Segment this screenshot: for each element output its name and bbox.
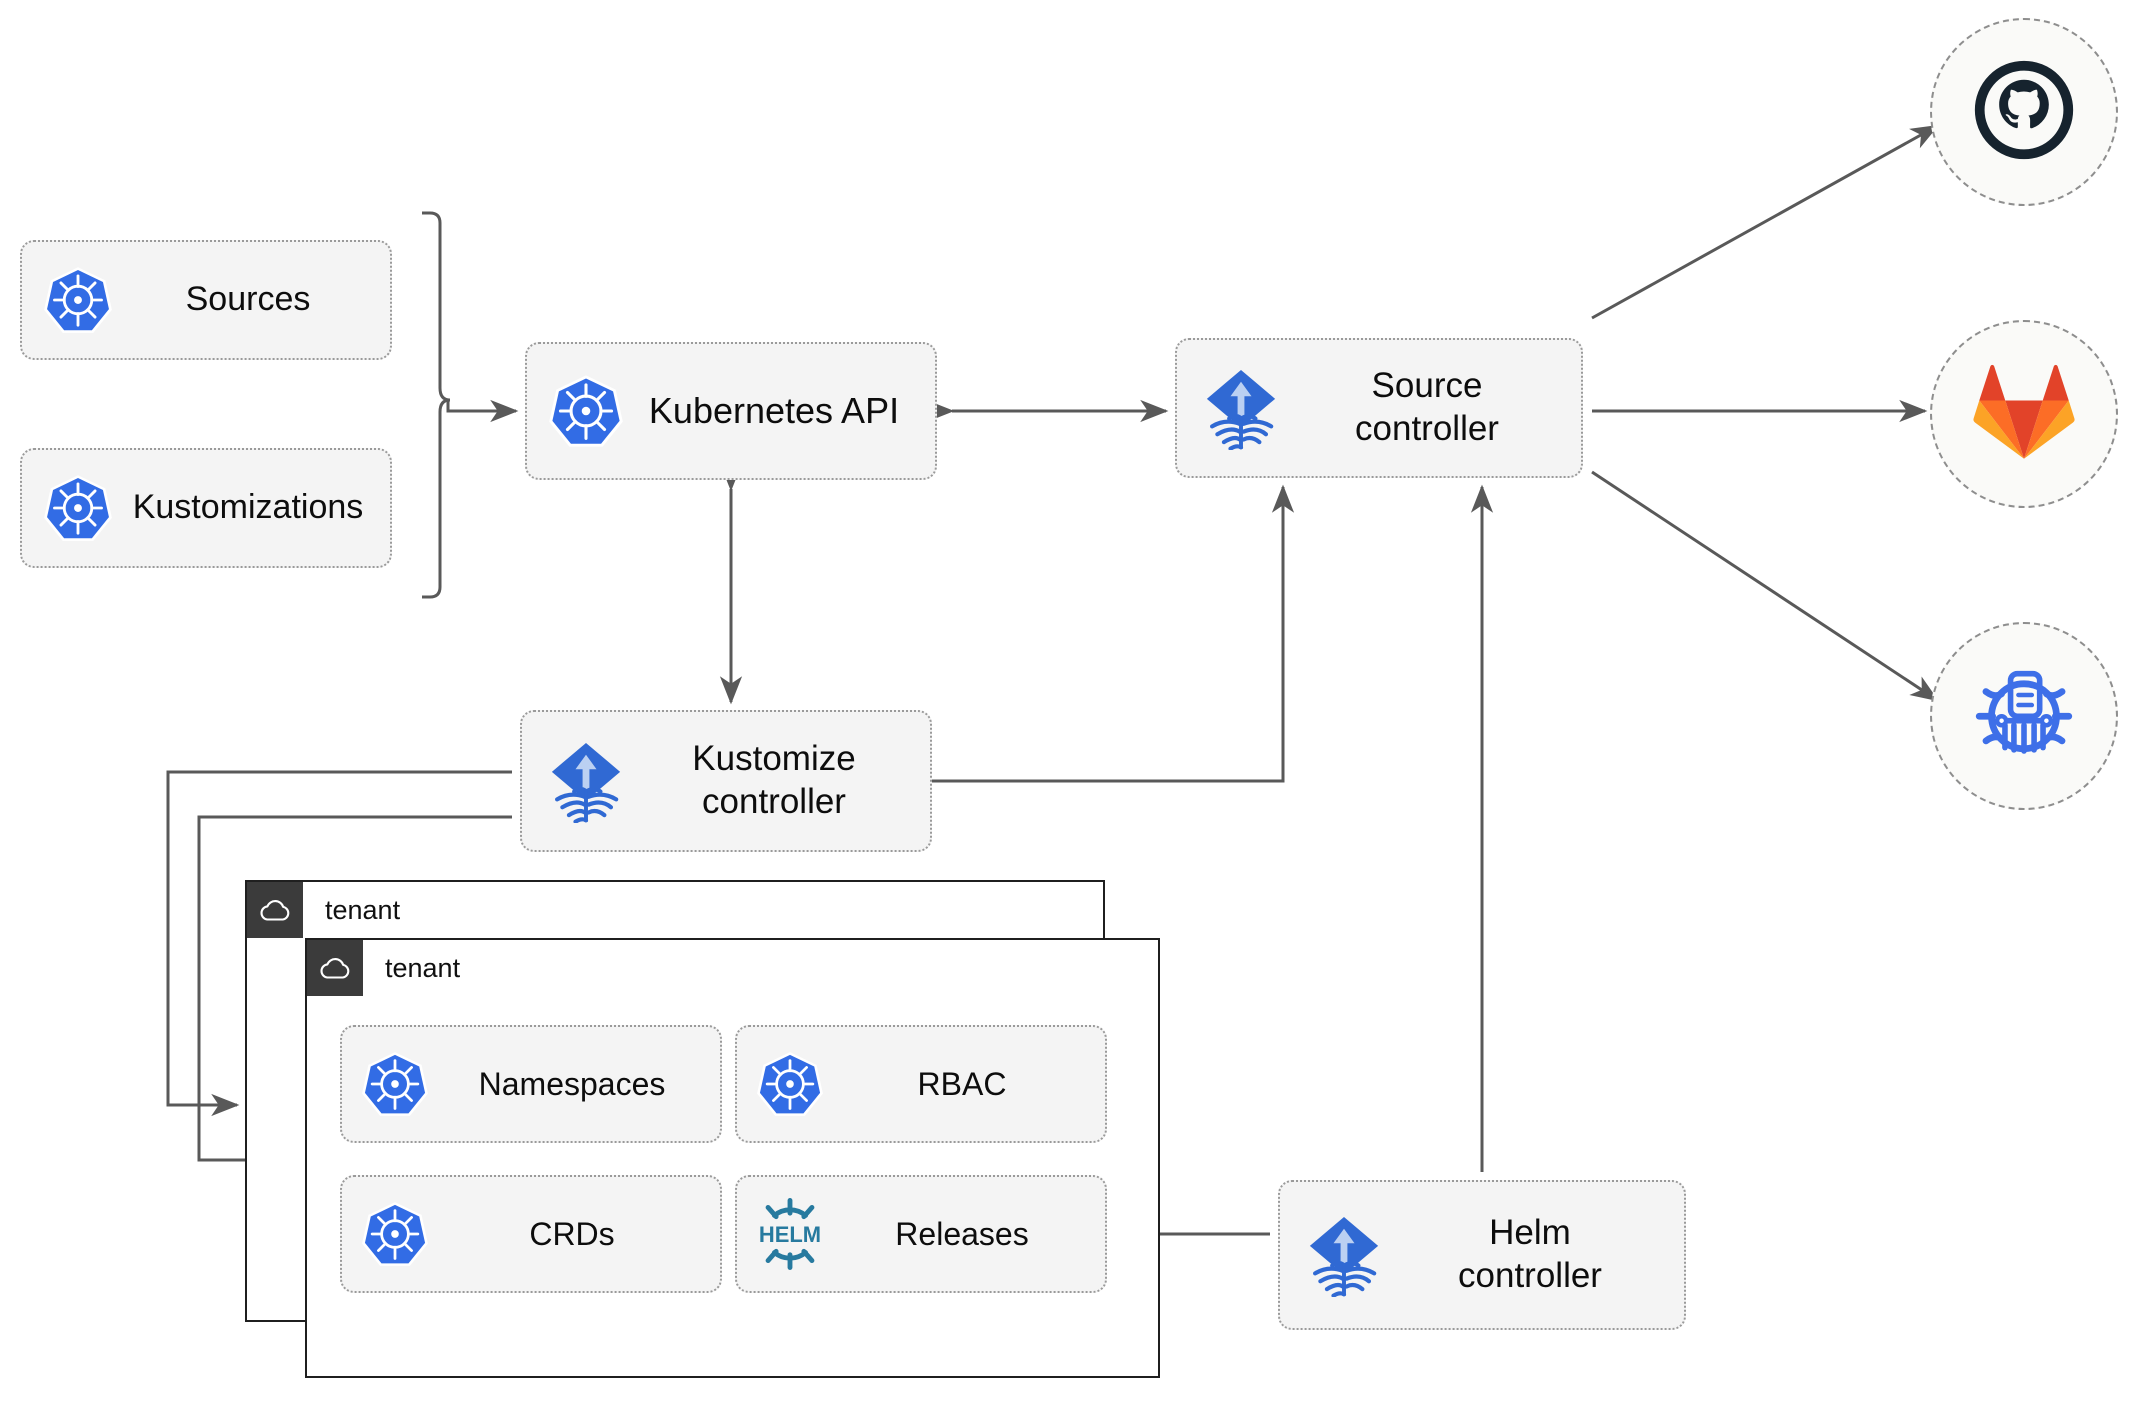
node-label: Kustomize controller xyxy=(692,739,856,821)
repo-github[interactable] xyxy=(1930,18,2118,206)
node-label: CRDs xyxy=(529,1215,615,1252)
node-releases[interactable]: HELM Releases xyxy=(735,1175,1107,1293)
kubernetes-icon xyxy=(543,373,629,449)
tenant-label: tenant xyxy=(325,894,401,925)
kubernetes-icon xyxy=(354,1200,436,1268)
svg-text:HELM: HELM xyxy=(759,1222,821,1247)
cloud-icon xyxy=(247,882,303,938)
repo-helm-repository[interactable] xyxy=(1930,622,2118,810)
kubernetes-icon xyxy=(36,473,120,543)
tenant-header: tenant xyxy=(247,882,400,938)
node-namespaces[interactable]: Namespaces xyxy=(340,1025,722,1143)
node-label: Kubernetes API xyxy=(648,390,900,432)
node-kubernetes-api[interactable]: Kubernetes API xyxy=(525,342,937,480)
brace-sources-kustomizations xyxy=(422,211,451,599)
tenant-card-front[interactable]: tenant xyxy=(305,938,1160,1378)
edge-crds-to-kubernetes-api xyxy=(446,398,519,423)
tenant-header: tenant xyxy=(307,940,460,996)
node-kustomizations[interactable]: Kustomizations xyxy=(20,448,392,568)
node-label: Releases xyxy=(895,1215,1029,1252)
edge-source-controller-to-github xyxy=(1591,124,1940,320)
flux-icon xyxy=(1193,366,1289,450)
helm-icon: HELM xyxy=(749,1197,831,1271)
gitlab-icon xyxy=(1972,362,2076,467)
github-icon xyxy=(1970,56,2078,169)
flux-icon xyxy=(1296,1213,1392,1297)
node-rbac[interactable]: RBAC xyxy=(735,1025,1107,1143)
cloud-icon xyxy=(307,940,363,996)
tenant-label: tenant xyxy=(385,952,461,983)
helm-repository-icon xyxy=(1968,658,2080,775)
node-label: Source controller xyxy=(1355,366,1499,448)
node-helm-controller[interactable]: Helm controller xyxy=(1278,1180,1686,1330)
kubernetes-icon xyxy=(36,265,120,335)
node-sources[interactable]: Sources xyxy=(20,240,392,360)
kubernetes-icon xyxy=(749,1050,831,1118)
flux-icon xyxy=(538,739,634,823)
kubernetes-icon xyxy=(354,1050,436,1118)
node-crds[interactable]: CRDs xyxy=(340,1175,722,1293)
node-label: Helm controller xyxy=(1458,1213,1602,1295)
node-label: Kustomizations xyxy=(132,488,364,527)
edge-source-controller-to-helm-repository xyxy=(1591,470,1940,702)
node-kustomize-controller[interactable]: Kustomize controller xyxy=(520,710,932,852)
edge-kustomize-controller-to-source-controller xyxy=(932,484,1295,783)
node-source-controller[interactable]: Source controller xyxy=(1175,338,1583,478)
node-label: Sources xyxy=(185,280,311,319)
node-label: Namespaces xyxy=(478,1065,666,1102)
repo-gitlab[interactable] xyxy=(1930,320,2118,508)
node-label: RBAC xyxy=(917,1065,1007,1102)
